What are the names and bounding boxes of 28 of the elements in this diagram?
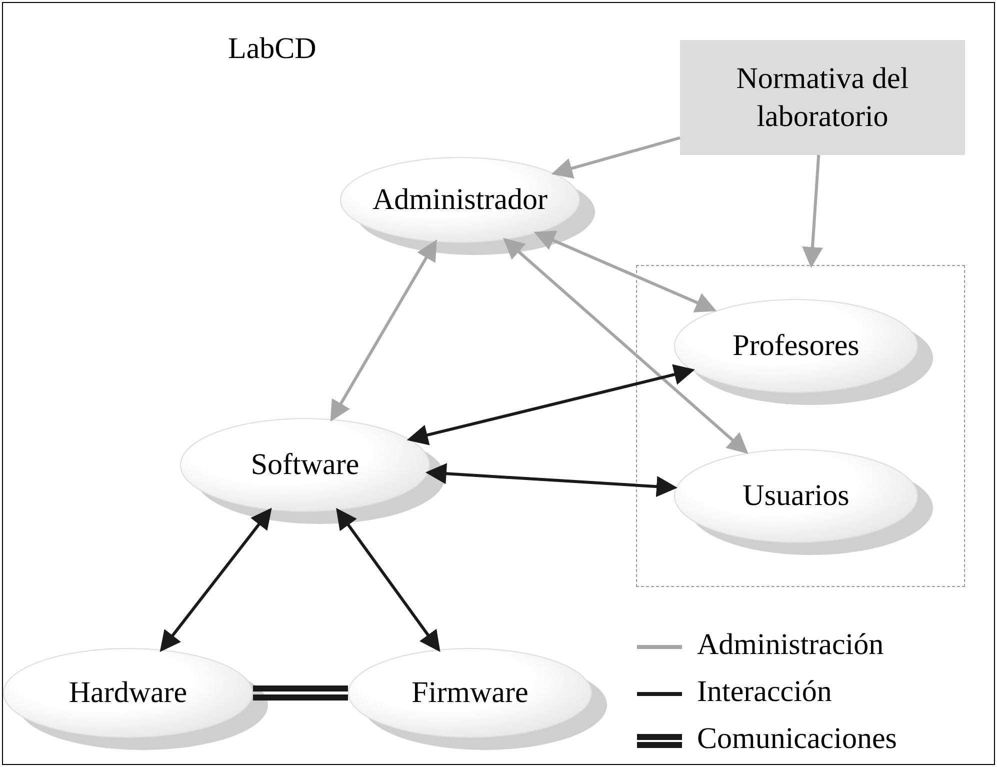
ellipse-node [3, 648, 269, 751]
legend-label: Interacción [697, 675, 832, 709]
ellipse-node [348, 648, 608, 751]
arrow [551, 136, 680, 179]
ellipse-node [340, 157, 596, 256]
arrow [330, 240, 437, 422]
node-label: Profesores [732, 328, 860, 364]
arrow [406, 364, 695, 446]
arrow [802, 154, 823, 268]
double-connector [250, 686, 351, 700]
node-label: Normativa del laboratorio [735, 61, 910, 134]
group-box [636, 265, 965, 587]
node-label: Hardware [68, 675, 188, 712]
node-label: Firmware [412, 675, 528, 712]
legend-label: Administración [697, 628, 884, 662]
node-label: Software [250, 447, 360, 484]
ellipse-node [180, 418, 446, 525]
arrow [534, 230, 717, 312]
legend-label: Comunicaciones [697, 722, 897, 756]
arrow [336, 508, 440, 652]
node-label: Usuarios [742, 478, 850, 514]
ellipse-node [674, 299, 934, 406]
diagram-title: LabCD [228, 32, 316, 66]
arrow [160, 508, 272, 652]
arrow [425, 463, 678, 497]
ellipse-node [674, 449, 934, 556]
node-label: Administrador [372, 182, 548, 218]
arrow [502, 238, 748, 454]
